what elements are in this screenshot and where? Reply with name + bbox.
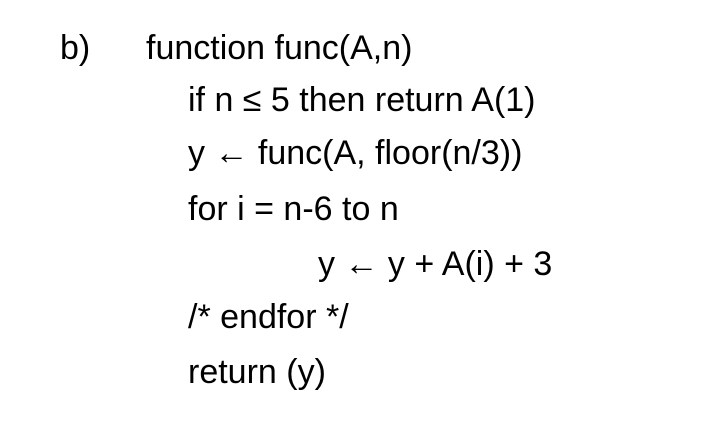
code-line-endfor-comment: /* endfor */ [188,298,349,336]
code-line-base-case: if n ≤ 5 then return A(1) [188,81,536,119]
code-line-function-header: function func(A,n) [146,29,413,67]
code-line-return: return (y) [188,353,326,391]
problem-label: b) [60,29,91,67]
code-line-recursive-call: y ← func(A, floor(n/3)) [188,134,523,172]
code-line-for-loop: for i = n-6 to n [188,190,399,228]
code-line-loop-body: y ← y + A(i) + 3 [318,245,553,283]
